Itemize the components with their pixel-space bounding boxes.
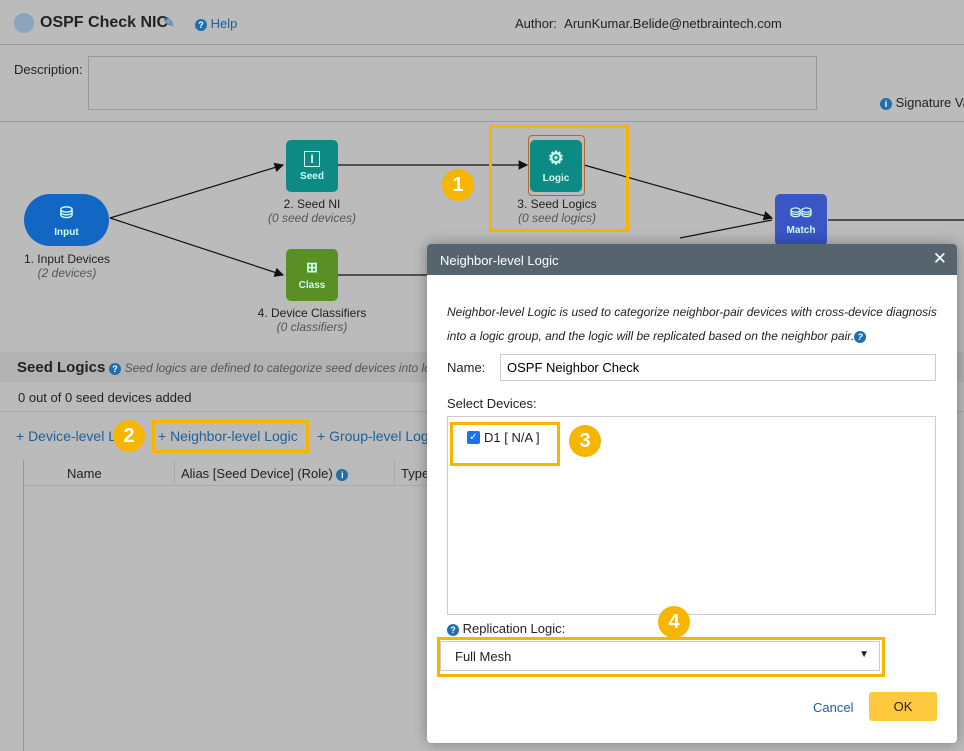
ok-label: OK: [893, 699, 913, 714]
add-group-level-logic[interactable]: + Group-level Log: [317, 428, 429, 444]
cancel-button[interactable]: Cancel: [813, 700, 854, 715]
input-devices-node[interactable]: ⛁ Input: [24, 194, 109, 246]
match-node[interactable]: ⛁⛁ Match: [775, 194, 827, 246]
neighbor-level-logic-dialog: Neighbor-level Logic ✕ Neighbor-level Log…: [427, 244, 957, 743]
chevron-down-icon: ▼: [859, 649, 869, 660]
signature-label: Signature Va: [895, 95, 964, 110]
app-logo-icon: [14, 13, 34, 33]
description-input[interactable]: [88, 56, 817, 110]
gear-icon: ⚙: [547, 148, 565, 168]
node-label: 4. Device Classifiers(0 classifiers): [257, 306, 367, 334]
select-devices-label: Select Devices:: [447, 396, 537, 411]
replication-label: ? Replication Logic:: [447, 621, 565, 636]
name-input[interactable]: [500, 354, 936, 381]
author-value: ArunKumar.Belide@netbraintech.com: [564, 16, 782, 31]
step-badge: 1: [442, 169, 474, 201]
seed-count: 0 out of 0 seed devices added: [18, 390, 192, 405]
info-icon: i: [336, 468, 349, 481]
add-device-level-logic[interactable]: + Device-level L: [16, 428, 116, 444]
ok-button[interactable]: OK: [869, 692, 937, 721]
step-badge: 2: [113, 420, 145, 452]
device-classifiers-node[interactable]: ⊞ Class: [286, 249, 338, 301]
replication-select[interactable]: Full Mesh ▼: [440, 641, 880, 671]
signature: i Signature Va: [880, 95, 964, 110]
name-label: Name:: [447, 360, 486, 375]
author-label: Author:: [515, 16, 557, 31]
flow-connectors: [109, 160, 964, 277]
author: Author: ArunKumar.Belide@netbraintech.co…: [515, 16, 782, 31]
dialog-intro: Neighbor-level Logic is used to categori…: [447, 305, 937, 343]
description-label: Description:: [14, 62, 83, 77]
node-icon-text: Class: [298, 280, 326, 291]
help-icon: ?: [108, 362, 121, 375]
node-icon-text: Logic: [542, 173, 570, 184]
table: Name Alias [Seed Device] (Role) i Type: [23, 460, 433, 751]
highlight-box: [437, 637, 885, 677]
page-title: OSPF Check NIC: [40, 14, 169, 31]
step-badge: 4: [658, 606, 690, 638]
help-icon: ?: [195, 18, 207, 31]
section-title: Seed Logics: [17, 359, 106, 376]
node-label: 1. Input Devices(2 devices): [23, 252, 111, 280]
column-type[interactable]: Type: [401, 466, 430, 481]
seed-logics-header: Seed Logics ? Seed logics are defined to…: [17, 359, 446, 376]
node-label: 3. Seed Logics(0 seed logics): [517, 197, 597, 225]
device-item[interactable]: ✓ D1 [ N/A ]: [467, 430, 540, 445]
node-label: 2. Seed NI(0 seed devices): [267, 197, 357, 225]
node-icon-text: Seed: [300, 170, 324, 182]
help-icon: ?: [447, 623, 459, 636]
dialog-title: Neighbor-level Logic: [440, 253, 559, 268]
seed-ni-node[interactable]: I Seed: [286, 140, 338, 192]
replication-value: Full Mesh: [455, 649, 512, 664]
device-label: D1 [ N/A ]: [484, 430, 540, 445]
highlight-box: [450, 422, 560, 466]
seed-logics-node[interactable]: ⚙ Logic: [530, 140, 582, 192]
help-link[interactable]: ? Help: [195, 16, 237, 31]
edit-icon[interactable]: ✎: [163, 14, 175, 30]
database-icon: ⛁⛁: [790, 204, 812, 220]
help-icon: ?: [854, 330, 867, 343]
highlight-box: [152, 420, 309, 453]
node-icon-text: Input: [54, 226, 79, 238]
close-icon[interactable]: ✕: [932, 249, 947, 268]
highlight-box: [489, 125, 629, 232]
section-hint: Seed logics are defined to categorize se…: [124, 361, 447, 375]
info-icon: i: [880, 97, 892, 110]
dialog-header: Neighbor-level Logic ✕: [427, 244, 957, 275]
add-neighbor-level-logic[interactable]: + Neighbor-level Logic: [158, 428, 298, 444]
device-list: [447, 416, 936, 615]
hierarchy-icon: ⊞: [306, 259, 318, 275]
checkbox-checked-icon[interactable]: ✓: [467, 431, 480, 444]
step-badge: 3: [569, 425, 601, 457]
column-alias[interactable]: Alias [Seed Device] (Role) i: [181, 466, 349, 481]
seed-icon: I: [304, 150, 320, 167]
column-name[interactable]: Name: [67, 466, 102, 481]
help-label: Help: [210, 16, 238, 31]
node-icon-text: Match: [786, 224, 816, 236]
router-icon: ⛁: [59, 204, 74, 222]
